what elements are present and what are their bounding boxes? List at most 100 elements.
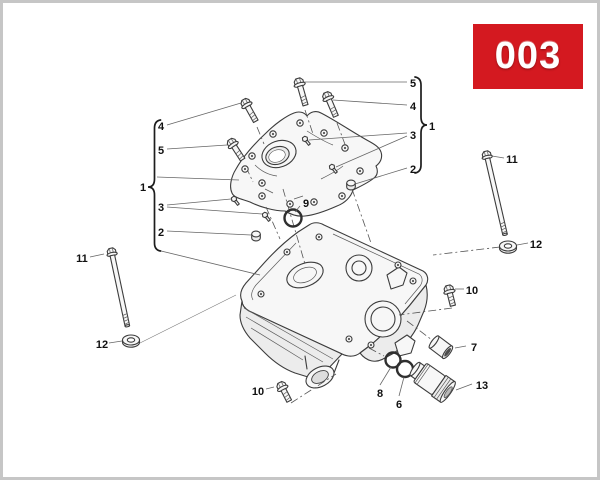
bolt-hole — [288, 202, 292, 206]
screw — [230, 195, 240, 206]
callout-7: 7 — [471, 342, 477, 354]
leader-line — [332, 99, 408, 106]
bolt — [276, 380, 293, 403]
cap-plug — [251, 230, 261, 242]
o-ring — [384, 351, 402, 369]
leader-line — [491, 155, 505, 159]
bolt-hole — [259, 292, 263, 296]
callout-12: 12 — [96, 339, 108, 351]
leader-line — [454, 345, 467, 349]
callout-1: 1 — [140, 182, 146, 194]
leader-line — [166, 206, 263, 215]
washer — [498, 240, 518, 254]
axis-line — [135, 294, 237, 346]
screw — [261, 211, 271, 222]
leader-line — [516, 242, 529, 246]
engine-parts-drawing — [230, 111, 429, 389]
callout-4: 4 — [158, 121, 165, 133]
callout-2: 2 — [158, 227, 164, 239]
leader-line — [166, 230, 252, 236]
leader-line — [398, 376, 405, 397]
bolt — [322, 91, 339, 118]
bolt-hole — [250, 154, 254, 158]
bolt — [443, 284, 456, 307]
fasteners-layer — [106, 77, 518, 403]
bolt-hole — [411, 279, 415, 283]
callout-10: 10 — [252, 386, 264, 398]
callout-9: 9 — [303, 198, 309, 210]
bolt — [226, 137, 246, 162]
leader-line — [166, 144, 228, 150]
bolt-hole — [396, 263, 400, 267]
center-line — [398, 307, 453, 316]
leader-line — [108, 340, 123, 344]
leader-line — [166, 198, 232, 206]
bolt-hole — [298, 121, 302, 125]
bolt — [240, 97, 259, 124]
cap-plug — [346, 179, 356, 191]
bolt-hole — [271, 132, 275, 136]
thin-lines-layer — [135, 119, 417, 349]
callout-4: 4 — [410, 101, 417, 113]
bolt-hole — [312, 200, 316, 204]
callout-3: 3 — [410, 130, 416, 142]
leader-line — [455, 383, 473, 391]
callout-6: 6 — [396, 399, 402, 411]
oil-filter — [409, 361, 456, 403]
stud — [481, 150, 508, 236]
callout-3: 3 — [158, 202, 164, 214]
bolt-hole — [260, 194, 264, 198]
callout-10: 10 — [466, 285, 478, 297]
leader-lines-layer — [89, 81, 529, 397]
bolt-hole — [260, 181, 264, 185]
callout-5: 5 — [158, 145, 164, 157]
page-number-badge: 003 — [473, 24, 583, 89]
callout-11: 11 — [506, 154, 518, 166]
leader-line — [89, 253, 105, 258]
callout-11: 11 — [76, 253, 88, 265]
group-bracket — [147, 119, 162, 252]
callout-12: 12 — [530, 239, 542, 251]
screw — [328, 163, 338, 174]
center-line — [256, 126, 265, 145]
bolt — [293, 77, 309, 107]
bolt-hole — [369, 343, 373, 347]
center-line — [406, 320, 433, 341]
leader-line — [354, 167, 408, 185]
center-line — [336, 122, 347, 148]
callout-8: 8 — [377, 388, 383, 400]
callout-13: 13 — [476, 380, 488, 392]
center-line — [368, 347, 385, 357]
leader-line — [156, 249, 261, 276]
center-line — [290, 373, 337, 404]
leader-line — [166, 102, 242, 126]
screw — [301, 135, 311, 146]
callout-5: 5 — [410, 78, 416, 90]
stud — [106, 247, 131, 328]
bolt-hole — [340, 194, 344, 198]
leader-line — [379, 366, 392, 386]
bolt-hole — [317, 235, 321, 239]
leader-line — [265, 386, 275, 390]
bolt-hole — [347, 337, 351, 341]
callout-2: 2 — [410, 164, 416, 176]
center-line — [265, 206, 281, 240]
group-bracket — [414, 76, 428, 174]
center-line — [432, 246, 501, 256]
bolt-hole — [358, 169, 362, 173]
bolt-hole — [322, 131, 326, 135]
o-ring — [283, 208, 303, 228]
washer — [121, 334, 141, 348]
bolt-hole — [243, 167, 247, 171]
leader-line — [156, 176, 240, 181]
leader-line — [294, 205, 301, 213]
brackets-layer — [147, 76, 428, 252]
callout-1: 1 — [429, 121, 435, 133]
leader-line — [335, 135, 408, 168]
leader-line — [308, 132, 408, 141]
cylinder-head-drawing — [239, 222, 429, 389]
bolt-hole — [285, 250, 289, 254]
